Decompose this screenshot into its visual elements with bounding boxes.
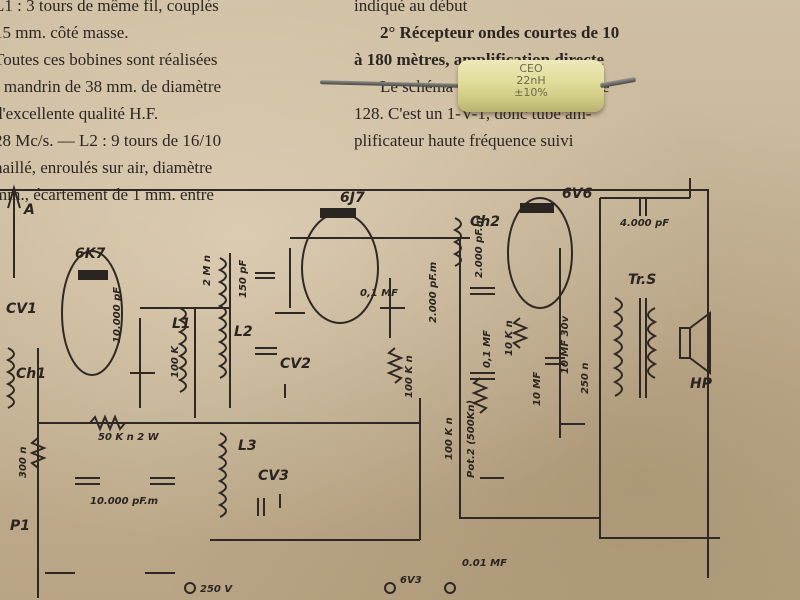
right-line: plificateur haute fréquence suivi	[354, 131, 574, 150]
label-trs: Tr.S	[628, 272, 656, 288]
label-hp: HP	[690, 376, 713, 392]
left-line: 15 mm. côté masse.	[0, 23, 129, 42]
label-ch2: Ch2	[470, 214, 500, 230]
transformer-primary	[612, 297, 623, 397]
tube-6k7-cathode-block	[78, 270, 108, 280]
label-c-10000b: 10.000 pF	[112, 287, 123, 343]
label-r-10k: 10 K n	[504, 320, 515, 356]
label-c-2000-b: 2.000 pF.m	[474, 217, 485, 278]
coil-l2	[217, 257, 227, 379]
label-v-63: 6V3	[400, 575, 422, 586]
resistor-100k-b	[386, 347, 404, 384]
capacitor-lead-left	[319, 80, 463, 88]
label-r-100k-b: 100 K n	[404, 355, 415, 398]
antenna-icon	[7, 184, 21, 278]
tube-6j7-envelope	[301, 212, 379, 324]
label-r-2m: 2 M n	[202, 255, 213, 286]
wiring	[37, 238, 600, 598]
label-r-300: 300 n	[18, 447, 29, 478]
left-line: r mandrin de 38 mm. de diamètre	[0, 77, 222, 96]
label-c-001: 0.01 MF	[462, 558, 507, 569]
terminal-left	[384, 582, 396, 594]
left-line: 28 Mc/s. — L2 : 9 tours de 16/10	[0, 131, 222, 150]
cap-cv2	[255, 347, 277, 355]
right-line-heading: 2° Récepteur ondes courtes de 10	[380, 23, 620, 42]
transformer-core	[639, 298, 647, 398]
ground-symbols	[45, 178, 691, 574]
caps-10000	[75, 477, 175, 485]
label-l2: L2	[234, 324, 253, 340]
label-ch1: Ch1	[16, 366, 46, 382]
label-tube-6k7: 6K7	[75, 246, 106, 262]
left-line: d'excellente qualité H.F.	[0, 104, 159, 123]
label-cv2: CV2	[280, 356, 311, 372]
speaker-icon	[679, 311, 711, 375]
label-r-100k-c: 100 K n	[444, 417, 455, 460]
capacitor-text-line1: CEO	[519, 62, 543, 75]
label-l3: L3	[238, 438, 257, 454]
wiring-right	[599, 198, 720, 539]
resistor-50k	[89, 414, 126, 432]
label-c-150: 150 pF	[238, 259, 249, 298]
circuit-schematic: 6K7 6J7 6V6 A CV1 Ch1 L1 L2 CV2 L3 CV3 C…	[0, 178, 720, 598]
capacitor-lead-right	[599, 76, 637, 89]
capacitor-body: CEO 22nH ±10%	[458, 60, 604, 112]
cap-4000	[639, 198, 647, 216]
label-r-250: 250 n	[580, 363, 591, 394]
left-line: naillé, enroulés sur air, diamètre	[0, 158, 213, 177]
left-line: Toutes ces bobines sont réalisées	[0, 50, 218, 69]
terminal-right	[444, 582, 456, 594]
right-line: indiqué au début	[354, 0, 468, 15]
capacitor-component: CEO 22nH ±10%	[319, 58, 640, 118]
label-c-01b: 0,1 MF	[482, 330, 493, 368]
label-tube-6v6: 6V6	[562, 186, 593, 202]
tube-6j7-cathode-block	[320, 208, 356, 218]
label-c-10000: 10.000 pF.m	[90, 496, 158, 507]
label-c-2000-a: 2.000 pF.m	[428, 262, 439, 323]
resistor-300	[29, 437, 47, 469]
terminal-250v	[184, 582, 196, 594]
tube-6k7-envelope	[61, 250, 123, 376]
cap-10mf	[545, 357, 565, 365]
capacitor-text-line2: 22nH	[516, 74, 546, 87]
coil-l1	[177, 307, 187, 393]
label-pot: Pot.2 (500Kn)	[466, 400, 477, 478]
coil-l3	[217, 432, 227, 518]
label-c-10: 10 MF	[532, 372, 543, 406]
label-c-01: 0,1 MF	[360, 288, 398, 299]
coil-ch2	[452, 217, 462, 267]
label-v-250: 250 V	[200, 584, 233, 595]
left-line: L1 : 3 tours de même fil, couplés	[0, 0, 219, 15]
label-p1: P1	[10, 518, 30, 534]
tube-6v6-envelope	[507, 197, 573, 309]
cap-2000-a	[470, 287, 495, 295]
label-r-50k: 50 K n 2 W	[98, 432, 160, 443]
resistor-10k	[511, 317, 529, 349]
label-cv1: CV1	[6, 301, 37, 317]
coil-ch1	[5, 347, 15, 409]
label-l1: L1	[172, 316, 191, 332]
label-r-100k-a: 100 K	[170, 345, 181, 378]
label-c-4000: 4.000 pF	[619, 218, 669, 229]
cap-2000-b	[470, 372, 495, 380]
capacitor-text-line3: ±10%	[514, 86, 548, 99]
potentiometer	[471, 377, 489, 414]
cap-cv3	[257, 498, 265, 516]
label-antenna: A	[23, 202, 35, 218]
left-text-column: L1 : 3 tours de même fil, couplés 15 mm.…	[0, 0, 339, 208]
label-tube-6j7: 6J7	[340, 190, 365, 206]
frame-line	[0, 189, 709, 578]
transformer-secondary	[647, 307, 658, 379]
tube-6v6-cathode-block	[520, 203, 554, 213]
label-c-10b: 10 MF 30v	[560, 315, 571, 374]
cap-150pf	[255, 272, 275, 279]
label-cv3: CV3	[258, 468, 289, 484]
